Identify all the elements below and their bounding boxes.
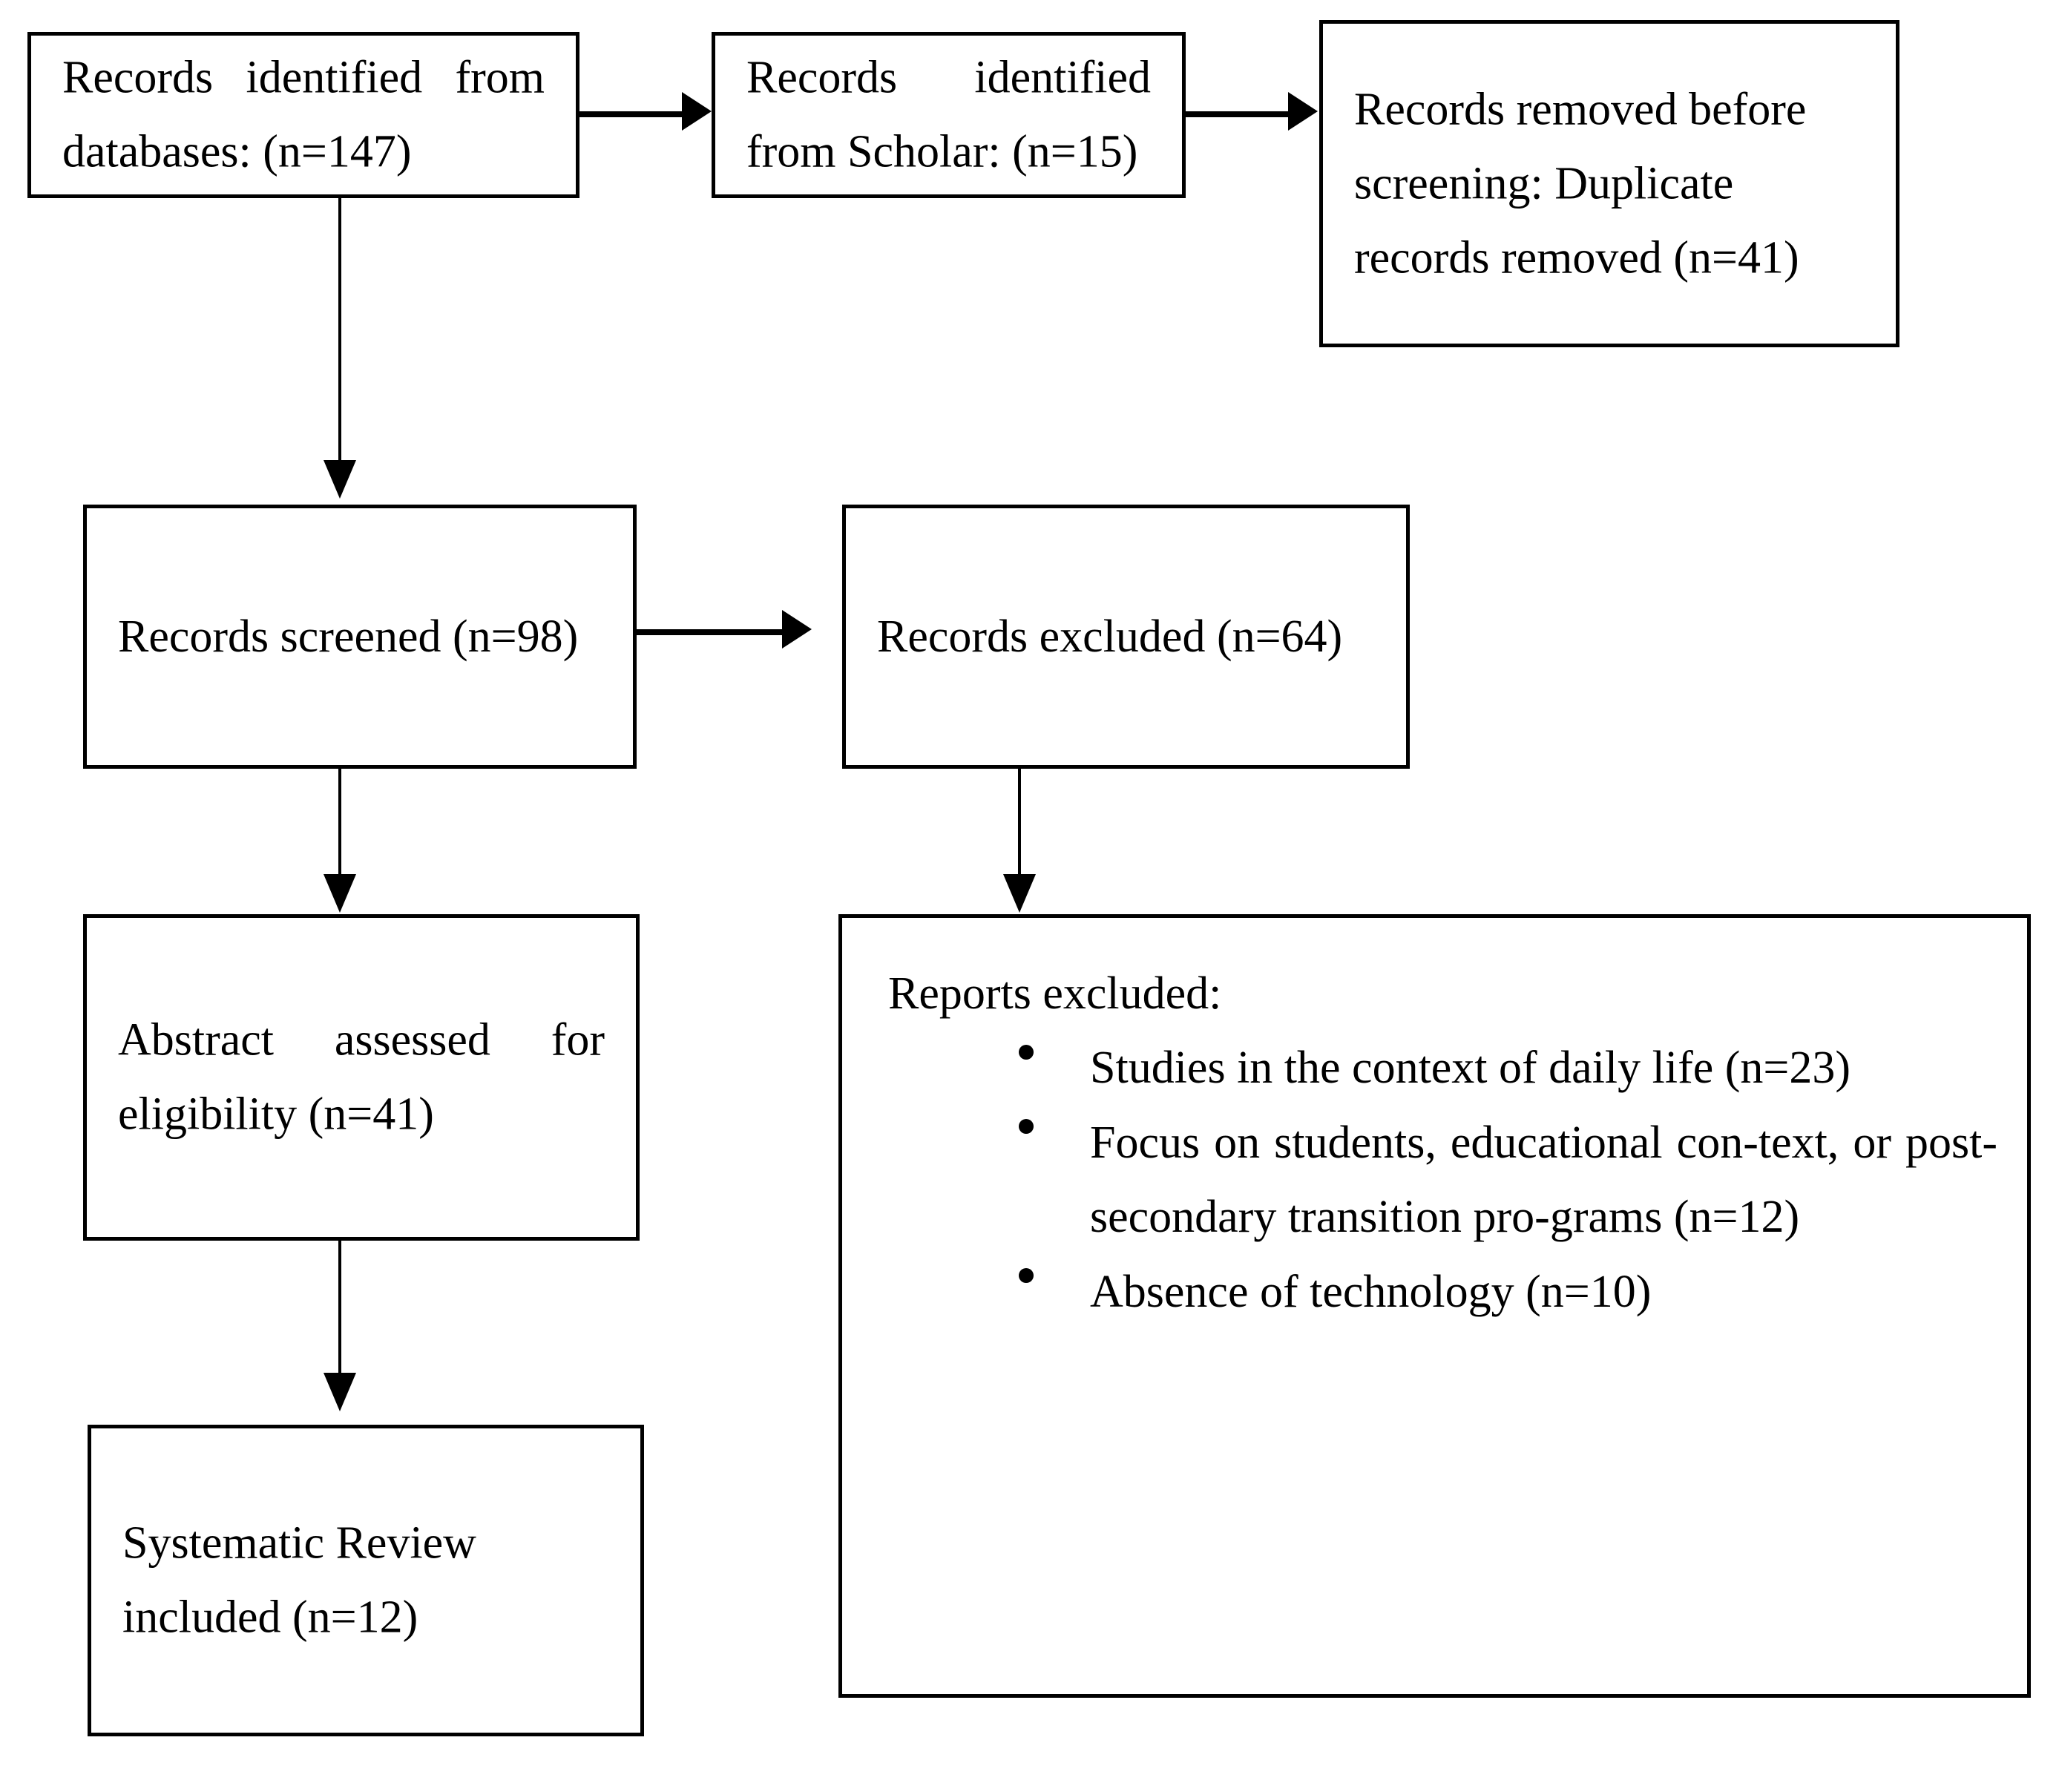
list-item-label: Focus on students, educational con-text,… [1090,1117,1997,1243]
bullet-icon [1019,1045,1034,1060]
node-records-excluded: Records excluded (n=64) [842,505,1410,769]
arrowhead-down-abstract-to-included [324,1373,356,1411]
connector-databases-to-screened [338,198,341,465]
reports-excluded-content: Reports excluded: Studies in the context… [842,918,2027,1329]
arrowhead-down-databases-to-screened [324,460,356,499]
node-records-identified-scholar: Records identified from Scholar: (n=15) [712,32,1186,198]
connector-abstract-to-included [338,1241,341,1378]
node-label: Systematic Review included (n=12) [122,1517,476,1643]
list-item-label: Studies in the context of daily life (n=… [1090,1043,1851,1094]
node-reports-excluded: Reports excluded: Studies in the context… [838,914,2031,1698]
node-records-identified-databases: Records identified from databases: (n=14… [27,32,579,198]
arrowhead-down-excluded-to-reports [1003,874,1036,913]
connector-databases-to-scholar [579,111,683,117]
list-item-label: Absence of technology (n=10) [1090,1266,1652,1317]
list-item: Focus on students, educational con-text,… [1002,1106,1997,1255]
arrowhead-right-screened-to-excluded [782,610,812,649]
connector-excluded-to-reports [1018,769,1021,880]
arrowhead-right-databases-to-scholar [682,92,712,131]
list-item: Absence of technology (n=10) [1002,1255,1997,1329]
bullet-icon [1019,1268,1034,1284]
reports-excluded-list: Studies in the context of daily life (n=… [878,1031,1997,1329]
arrowhead-down-screened-to-abstract [324,874,356,913]
arrowhead-right-scholar-to-removed [1288,92,1318,131]
connector-scholar-to-removed [1186,111,1290,117]
connector-screened-to-excluded [635,629,784,635]
node-systematic-review-included: Systematic Review included (n=12) [88,1425,644,1736]
node-label: Records identified from databases: (n=14… [62,52,545,177]
list-item: Studies in the context of daily life (n=… [1002,1031,1997,1105]
node-abstract-assessed: Abstract assessed for eligibility (n=41) [83,914,640,1241]
bullet-icon [1019,1119,1034,1135]
node-label: Records identified from Scholar: (n=15) [746,52,1151,177]
node-label: Records excluded (n=64) [877,611,1343,662]
node-label: Records removed before screening: Duplic… [1354,83,1807,283]
node-label: Records screened (n=98) [118,611,579,662]
node-records-removed-before-screening: Records removed before screening: Duplic… [1319,20,1899,347]
node-label: Abstract assessed for eligibility (n=41) [118,1014,605,1140]
connector-screened-to-abstract [338,769,341,880]
reports-excluded-heading: Reports excluded: [888,968,1222,1019]
node-records-screened: Records screened (n=98) [83,505,637,769]
